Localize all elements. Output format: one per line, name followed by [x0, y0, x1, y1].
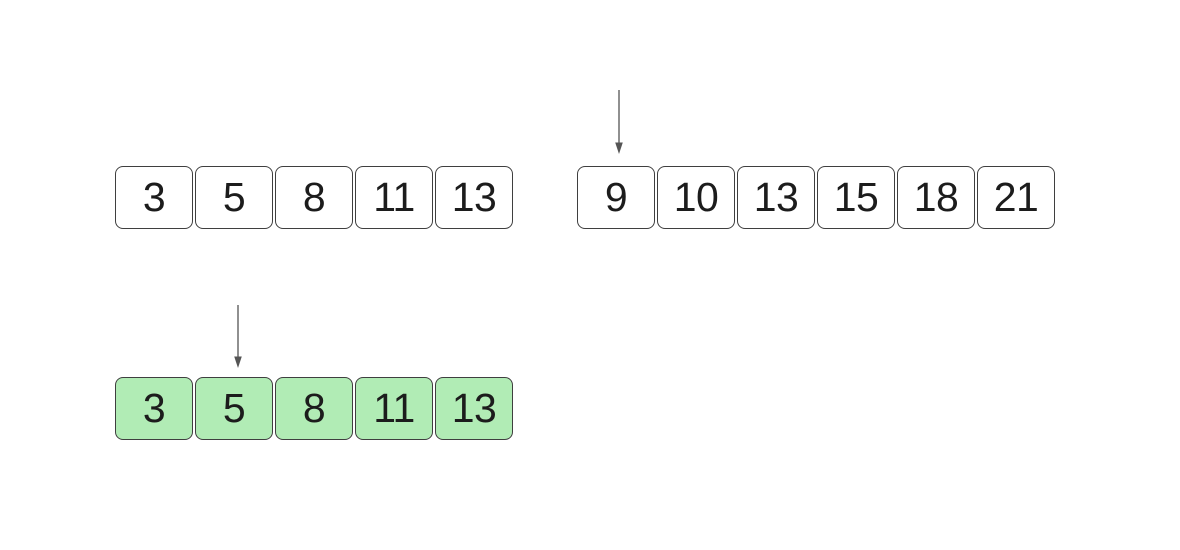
- pointer-arrow-array-b: [615, 90, 623, 154]
- array-merged-cell-0: 3: [115, 377, 193, 440]
- array-b-cell-4: 18: [897, 166, 975, 229]
- array-merged-cell-3: 11: [355, 377, 433, 440]
- array-a-cell-4: 13: [435, 166, 513, 229]
- array-b: 9 10 13 15 18 21: [577, 166, 1055, 229]
- array-a-cell-3: 11: [355, 166, 433, 229]
- array-b-cell-1: 10: [657, 166, 735, 229]
- array-a-cell-0: 3: [115, 166, 193, 229]
- pointer-arrow-array-merged: [234, 305, 242, 368]
- array-merged-cell-4: 13: [435, 377, 513, 440]
- array-b-cell-2: 13: [737, 166, 815, 229]
- array-b-cell-5: 21: [977, 166, 1055, 229]
- array-merged-cell-2: 8: [275, 377, 353, 440]
- array-merged: 3 5 8 11 13: [115, 377, 513, 440]
- array-a-cell-1: 5: [195, 166, 273, 229]
- array-merged-cell-1: 5: [195, 377, 273, 440]
- array-a: 3 5 8 11 13: [115, 166, 513, 229]
- array-b-cell-3: 15: [817, 166, 895, 229]
- array-a-cell-2: 8: [275, 166, 353, 229]
- array-b-cell-0: 9: [577, 166, 655, 229]
